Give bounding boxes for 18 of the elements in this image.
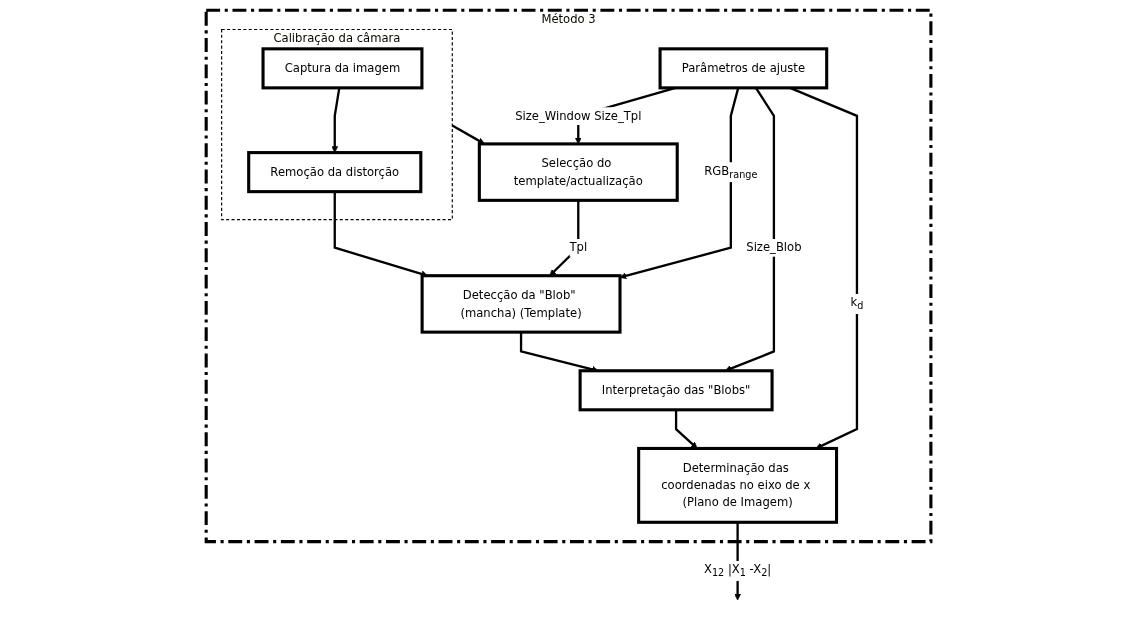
node-box: Selecção do template/actualização (478, 142, 680, 202)
node-box: Interpretação das "Blobs" (579, 369, 775, 412)
node-box: Captura da imagem (261, 47, 424, 90)
edge-label: k$_{d}$ (850, 295, 864, 312)
edge-label: Tpl (569, 240, 588, 255)
node-box: Remoção da distorção (247, 151, 423, 194)
edge-label: Size_Blob (746, 240, 802, 255)
arrow (549, 200, 580, 276)
edge-label: X$_{12}$ |X$_{1}$ -X$_{2}$| (704, 562, 772, 579)
node-box: Determinação das coordenadas no eixo de x (Plano de Imagem) (637, 446, 839, 524)
arrow (675, 409, 698, 449)
node-box: Detecção da "Blob" (mancha) (Template) (421, 274, 622, 334)
arrow (331, 87, 341, 153)
edge-label: Size_Window Size_Tpl (515, 108, 642, 123)
arrow (620, 87, 740, 280)
arrow (452, 124, 486, 145)
node-box: Parâmetros de ajuste (658, 47, 829, 90)
edge-label: RGB$_{range}$ (704, 163, 758, 180)
